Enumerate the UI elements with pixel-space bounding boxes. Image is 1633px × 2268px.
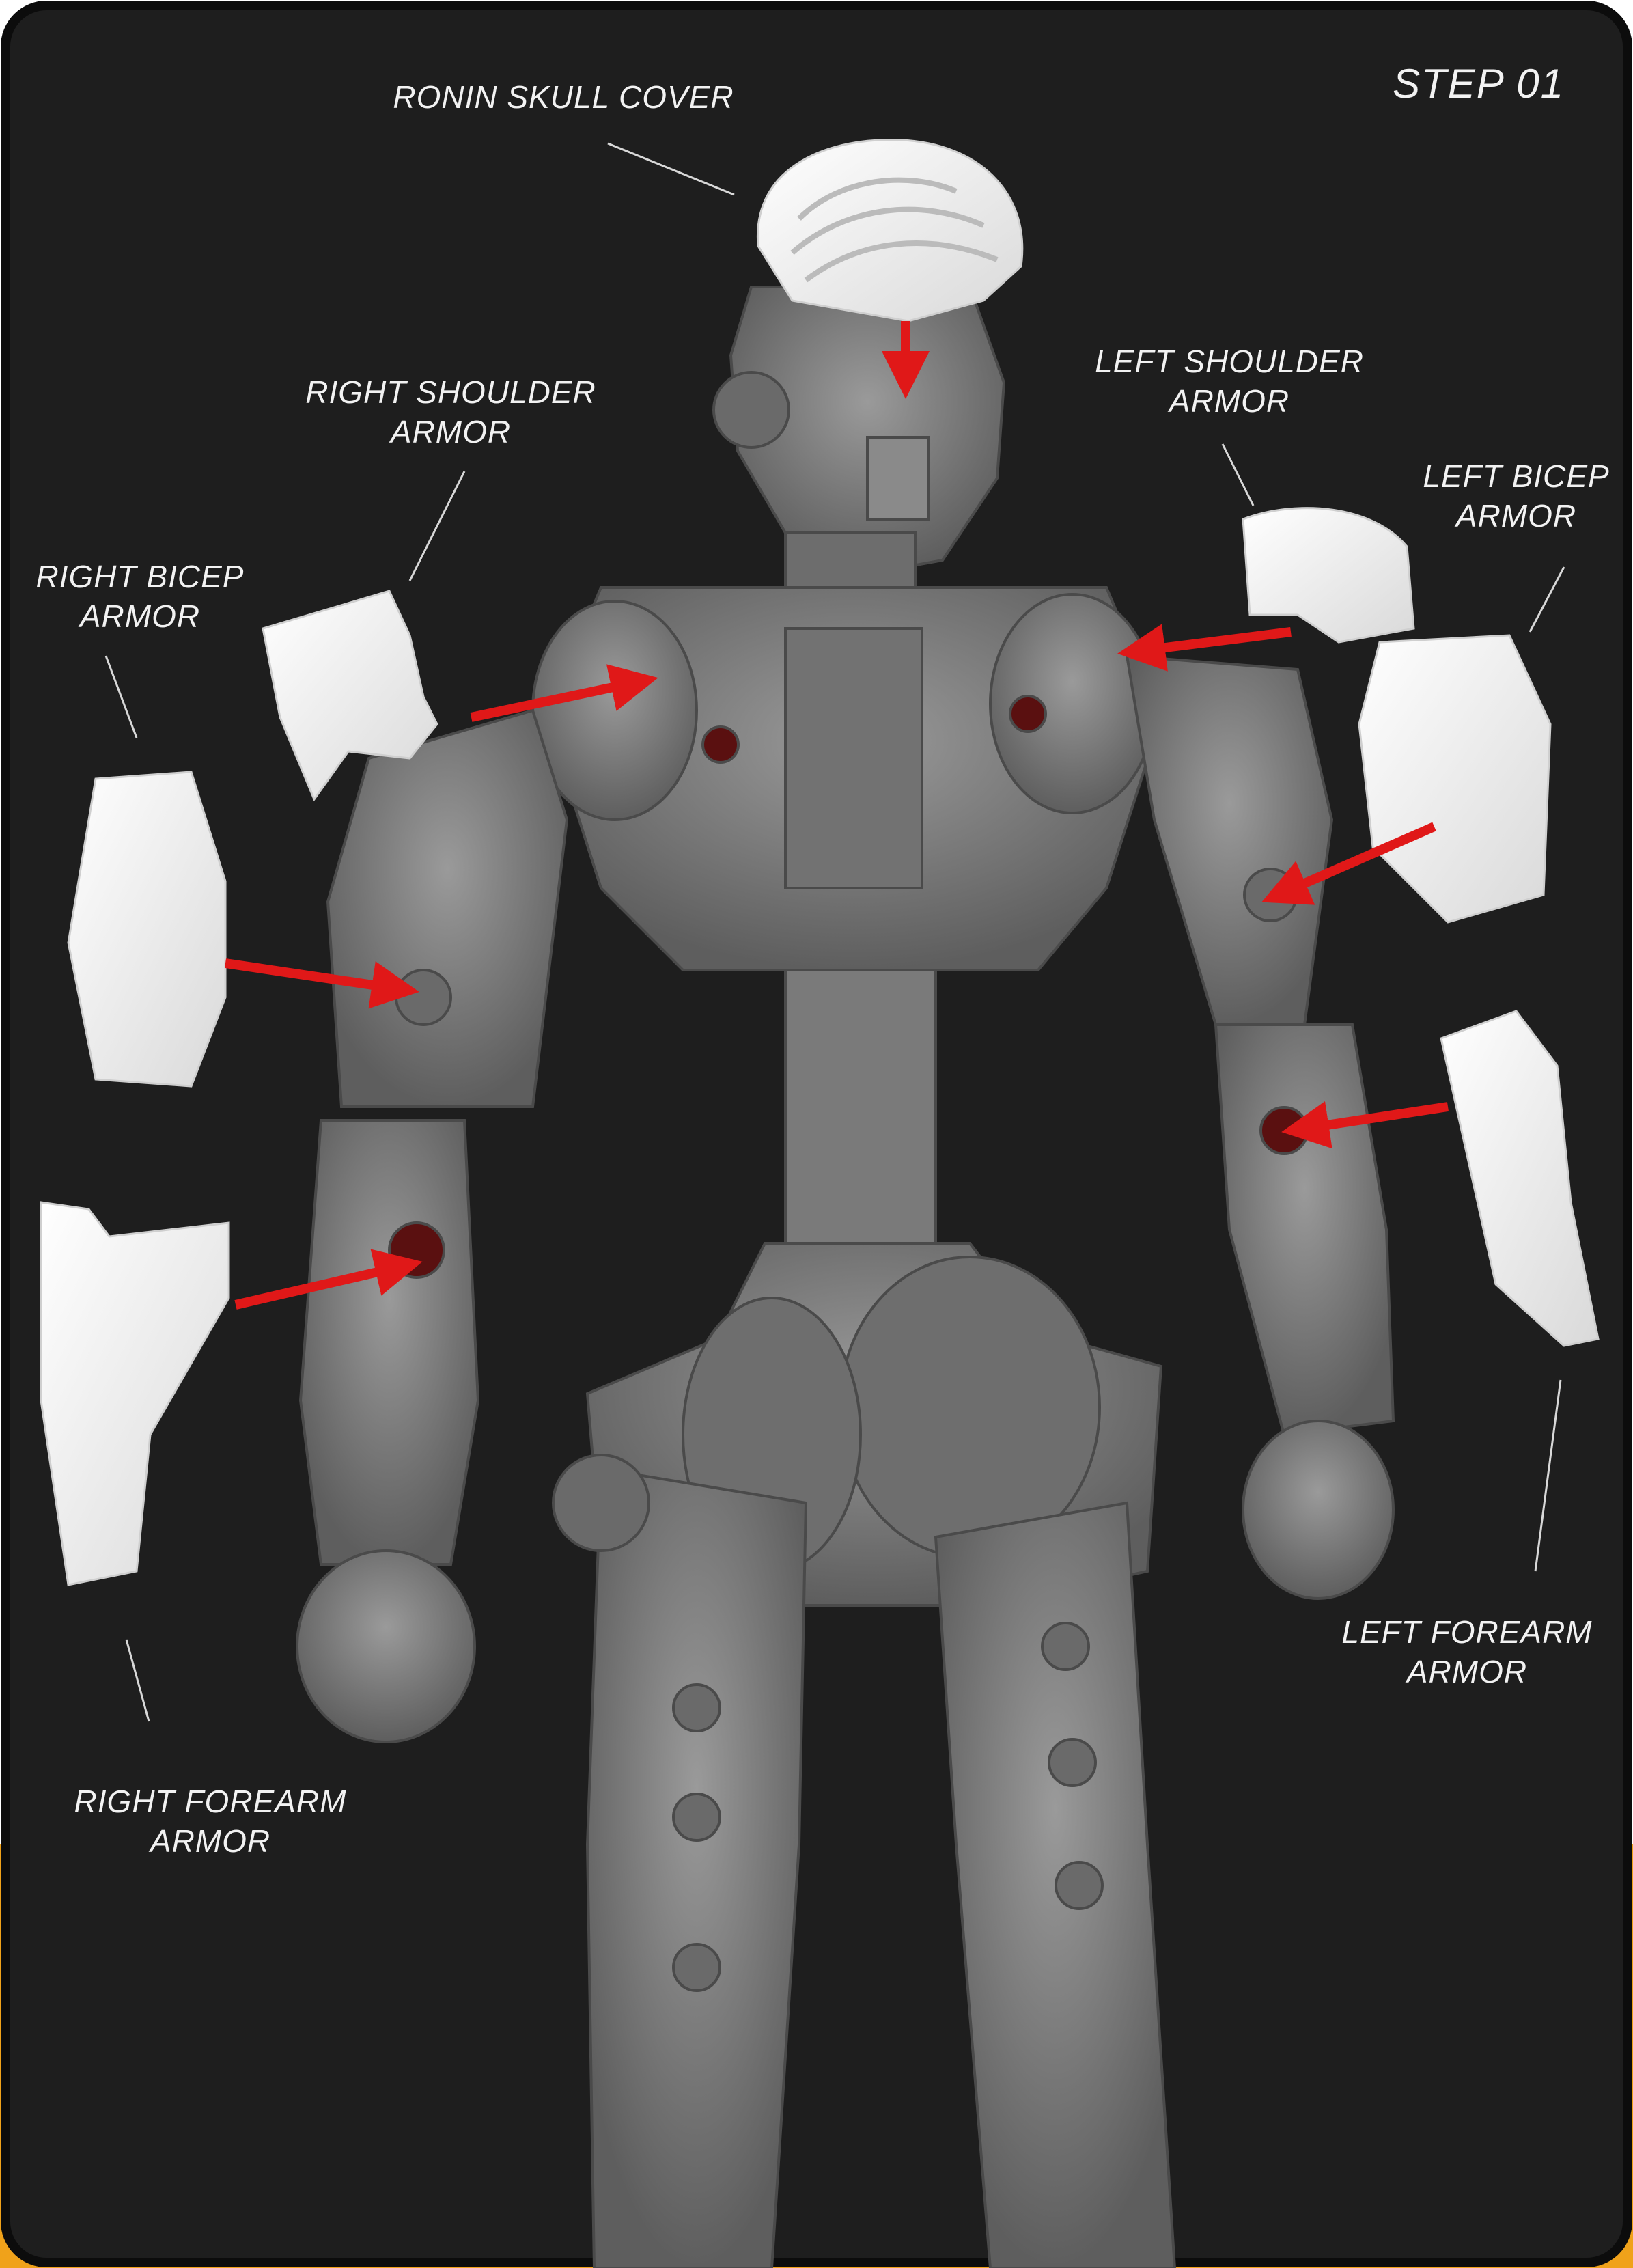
label-right-forearm-armor: RIGHT FOREARM ARMOR [74, 1782, 347, 1861]
label-right-bicep-line1: RIGHT BICEP [36, 557, 245, 596]
label-left-bicep-armor: LEFT BICEP ARMOR [1423, 456, 1609, 536]
left-hand [1243, 1421, 1393, 1599]
label-right-shoulder-line2: ARMOR [305, 412, 596, 452]
label-right-bicep-armor: RIGHT BICEP ARMOR [36, 557, 245, 636]
step-number: STEP 01 [1393, 60, 1565, 107]
right-bicep-armor-piece [68, 772, 225, 1086]
label-right-forearm-line1: RIGHT FOREARM [74, 1782, 347, 1821]
label-left-shoulder-line2: ARMOR [1095, 381, 1364, 421]
label-left-bicep-line1: LEFT BICEP [1423, 456, 1609, 496]
label-left-forearm-armor: LEFT FOREARM ARMOR [1341, 1612, 1592, 1691]
label-right-forearm-line2: ARMOR [74, 1821, 347, 1861]
skull-cover-piece [757, 140, 1022, 321]
head-side-socket [714, 372, 789, 447]
right-leg [587, 1469, 806, 2268]
label-left-shoulder-line1: LEFT SHOULDER [1095, 342, 1364, 381]
right-hand [297, 1551, 475, 1742]
label-left-bicep-line2: ARMOR [1423, 496, 1609, 536]
label-right-shoulder-armor: RIGHT SHOULDER ARMOR [305, 372, 596, 452]
label-left-forearm-line2: ARMOR [1341, 1652, 1592, 1691]
label-left-forearm-line1: LEFT FOREARM [1341, 1612, 1592, 1652]
robot-waist [785, 970, 936, 1257]
label-skull-cover: RONIN SKULL COVER [393, 77, 734, 117]
label-right-bicep-line2: ARMOR [36, 596, 245, 636]
label-left-shoulder-armor: LEFT SHOULDER ARMOR [1095, 342, 1364, 421]
right-forearm [301, 1120, 478, 1564]
label-right-shoulder-line1: RIGHT SHOULDER [305, 372, 596, 412]
